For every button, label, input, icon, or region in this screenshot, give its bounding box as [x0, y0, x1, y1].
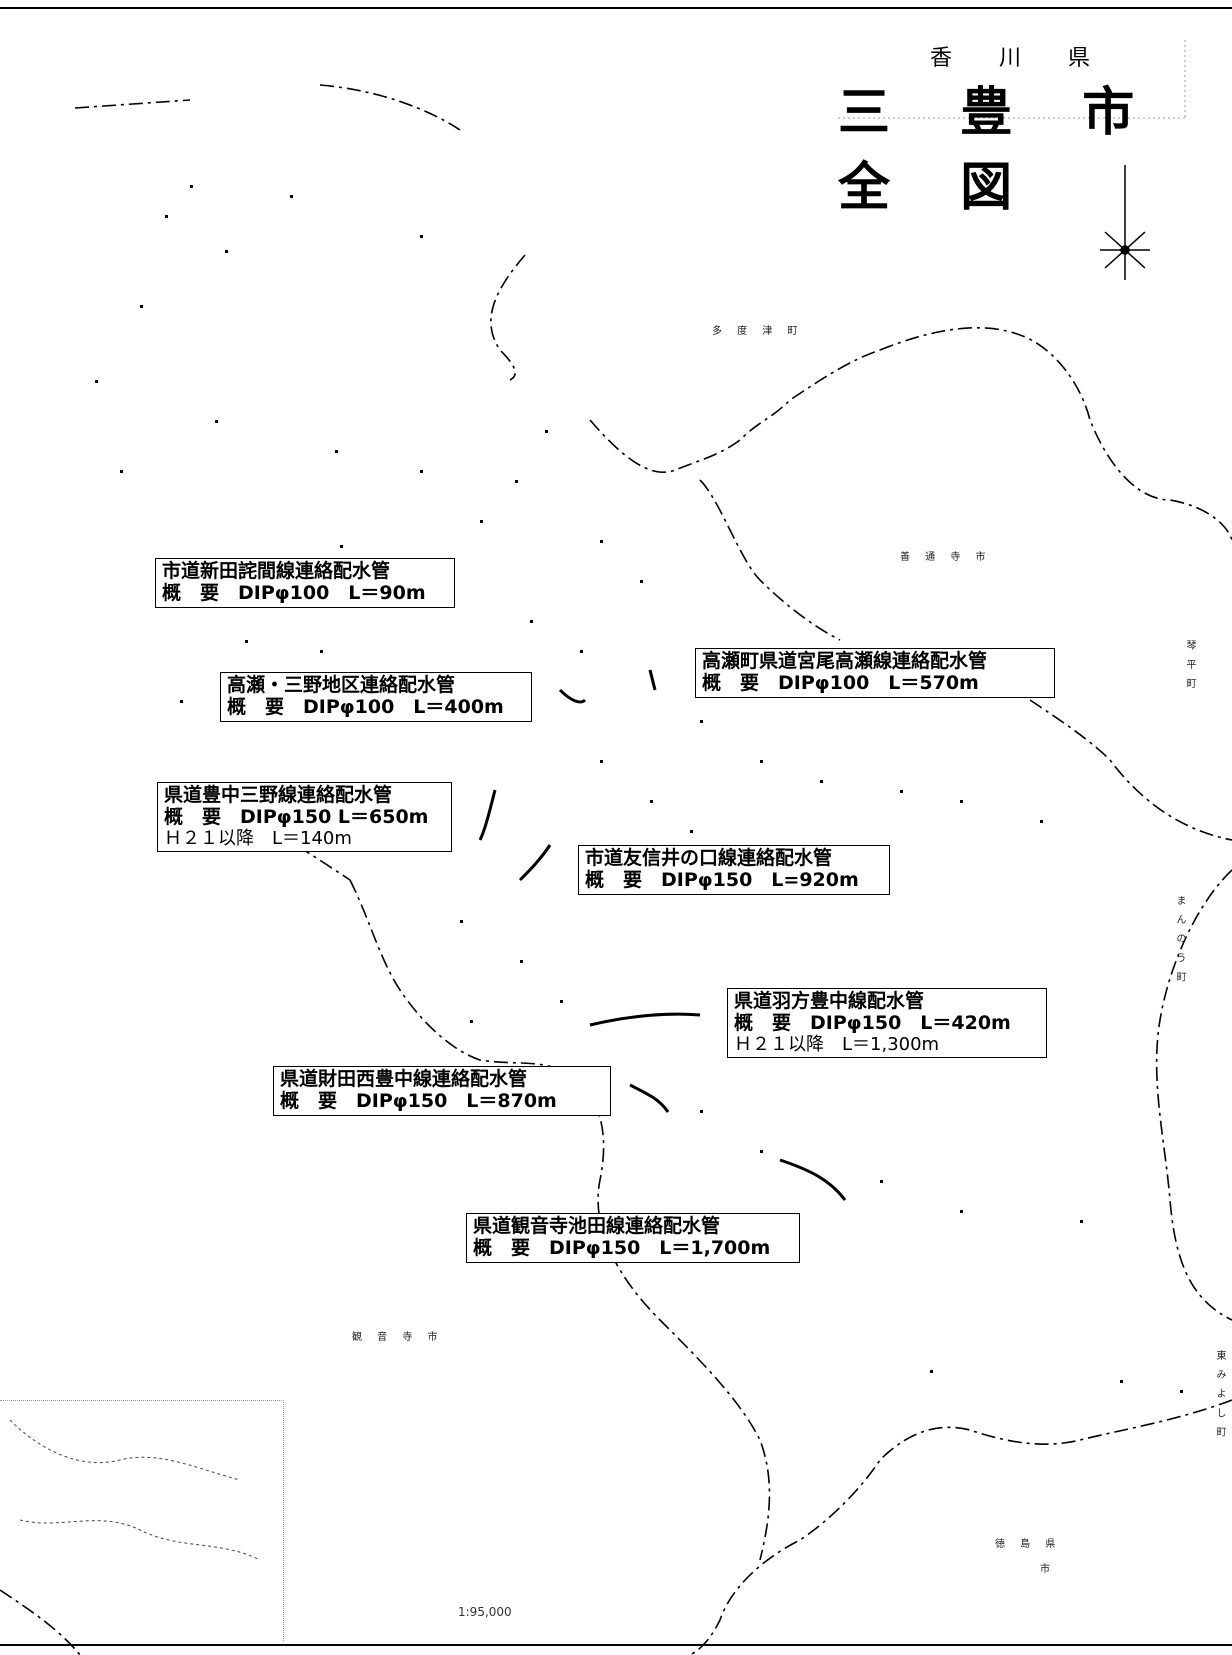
pipe-label: 県道羽方豊中線配水管 概 要 DIPφ150 L＝420m Ｈ２１以降 L＝1,… — [727, 988, 1047, 1059]
pipe-label: 高瀬町県道宮尾高瀬線連絡配水管 概 要 DIPφ100 L＝570m — [695, 648, 1055, 698]
pipe-name: 県道観音寺池田線連絡配水管 — [473, 1215, 721, 1237]
pipe-label: 高瀬・三野地区連絡配水管 概 要 DIPφ100 L＝400m — [220, 672, 532, 722]
pipe-summary: 概 要 DIPφ150 L＝420m — [734, 1011, 1011, 1034]
settlement-dots — [95, 185, 1183, 1393]
pipe-summary: 概 要 DIPφ100 L＝400m — [227, 695, 504, 718]
pipe-name: 県道財田西豊中線連絡配水管 — [280, 1068, 528, 1090]
pipe-name: 市道友信井の口線連絡配水管 — [585, 847, 833, 869]
place-higashimiyoshi: 東 み よ し 町 — [1214, 1350, 1225, 1440]
map-title: 三 豊 市 全 図 — [838, 82, 1161, 218]
pipe-name: 県道豊中三野線連絡配水管 — [164, 784, 393, 806]
pipe-name: 高瀬・三野地区連絡配水管 — [227, 674, 456, 696]
place-tadotsu: 多 度 津 町 — [712, 326, 804, 337]
pipe-name: 県道羽方豊中線配水管 — [734, 990, 925, 1012]
inset-map — [9, 1419, 261, 1561]
place-miyoshi: 市 — [1040, 1564, 1056, 1575]
place-kanonji: 観 音 寺 市 — [352, 1332, 444, 1343]
pipe-note: Ｈ２１以降 L＝1,300m — [734, 1033, 940, 1055]
pipe-name: 高瀬町県道宮尾高瀬線連絡配水管 — [702, 650, 988, 672]
scale-label: 1:95,000 — [458, 1605, 512, 1619]
pipe-summary: 概 要 DIPφ100 L＝90m — [162, 581, 426, 604]
place-tokushima: 徳 島 県 — [995, 1539, 1062, 1550]
place-kotohira: 琴 平 町 — [1184, 640, 1195, 692]
pipe-summary: 概 要 DIPφ150 L＝1,700m — [473, 1236, 771, 1259]
pipe-summary: 概 要 DIPφ150 L=920m — [585, 868, 859, 891]
prefecture-title: 香 川 県 — [930, 46, 1110, 71]
pipe-label: 市道友信井の口線連絡配水管 概 要 DIPφ150 L=920m — [578, 845, 890, 895]
pipe-summary: 概 要 DIPφ150 L＝870m — [280, 1089, 557, 1112]
pipe-label: 市道新田詫間線連絡配水管 概 要 DIPφ100 L＝90m — [155, 558, 455, 608]
pipe-summary: 概 要 DIPφ150 L＝650m — [164, 805, 429, 828]
pipe-note: Ｈ２１以降 L＝140m — [164, 827, 352, 849]
pipe-label: 県道財田西豊中線連絡配水管 概 要 DIPφ150 L＝870m — [273, 1066, 611, 1116]
pipe-lines — [478, 669, 847, 1201]
compass-icon — [1100, 165, 1150, 280]
place-zentsuji: 善 通 寺 市 — [900, 552, 992, 563]
place-manno: ま ん の う 町 — [1174, 895, 1185, 985]
pipe-label: 県道豊中三野線連絡配水管 概 要 DIPφ150 L＝650m Ｈ２１以降 L＝… — [157, 782, 452, 853]
inset-frame — [0, 1400, 284, 1641]
pipe-label: 県道観音寺池田線連絡配水管 概 要 DIPφ150 L＝1,700m — [466, 1213, 800, 1263]
pipe-summary: 概 要 DIPφ100 L＝570m — [702, 671, 979, 694]
pipe-name: 市道新田詫間線連絡配水管 — [162, 560, 391, 582]
